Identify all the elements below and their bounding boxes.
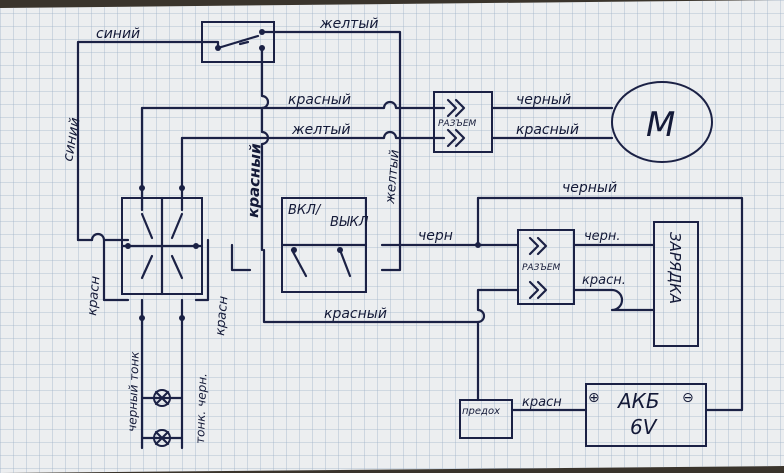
label-krasnyi-bottom: красный <box>324 306 387 322</box>
label-krasnyi-motor: красный <box>516 122 579 138</box>
fuse-box <box>459 399 513 439</box>
label-6v: 6V <box>630 415 658 439</box>
lamp-1 <box>153 389 171 407</box>
label-zheltyi-vert: желтый <box>383 149 403 205</box>
label-chernyi-tonk: черный тонк <box>125 350 142 432</box>
motor-symbol <box>611 81 713 163</box>
label-vykl: ВЫКЛ <box>330 215 369 230</box>
plus-icon: ⊕ <box>588 390 600 406</box>
label-krasnyi-vert: красный <box>244 143 265 218</box>
label-krasn-left-2: красн <box>213 295 231 336</box>
label-chernyi-right: черный <box>562 180 617 196</box>
charger-box <box>653 221 699 347</box>
label-razem-1: РАЗЪЕМ <box>438 119 477 129</box>
connector-2 <box>517 229 575 305</box>
label-zheltyi-top: желтый <box>319 16 378 32</box>
label-predokh: предох <box>462 406 500 417</box>
label-chern-mid: черн <box>418 228 453 244</box>
lamp-2 <box>153 429 171 447</box>
minus-icon: ⊖ <box>682 390 694 406</box>
label-krasnyi-mid: красный <box>288 92 351 108</box>
label-chern-charger: черн. <box>584 229 621 244</box>
label-siniy-left: синий <box>60 116 83 162</box>
label-motor: M <box>646 105 675 145</box>
label-vkl: ВКЛ/ <box>288 203 322 218</box>
label-chernyi-motor: черный <box>516 92 571 108</box>
label-razem-2: РАЗЪЕМ <box>522 263 561 273</box>
battery-box <box>585 383 707 447</box>
label-siniy-top: синий <box>96 26 140 42</box>
label-zheltyi-mid: желтый <box>291 122 350 138</box>
label-akb: АКБ <box>616 389 660 413</box>
label-krasn-left-1: красн <box>85 275 103 316</box>
connector-1 <box>433 91 493 153</box>
label-tonk-chern: тонк. черн. <box>193 373 209 444</box>
label-krasn-charger: красн. <box>582 273 626 288</box>
double-switch-block <box>120 185 204 296</box>
label-krasn-bottom: красн <box>522 395 562 410</box>
on-off-switch <box>280 197 368 293</box>
label-charger: ЗАРЯДКА <box>666 232 684 304</box>
